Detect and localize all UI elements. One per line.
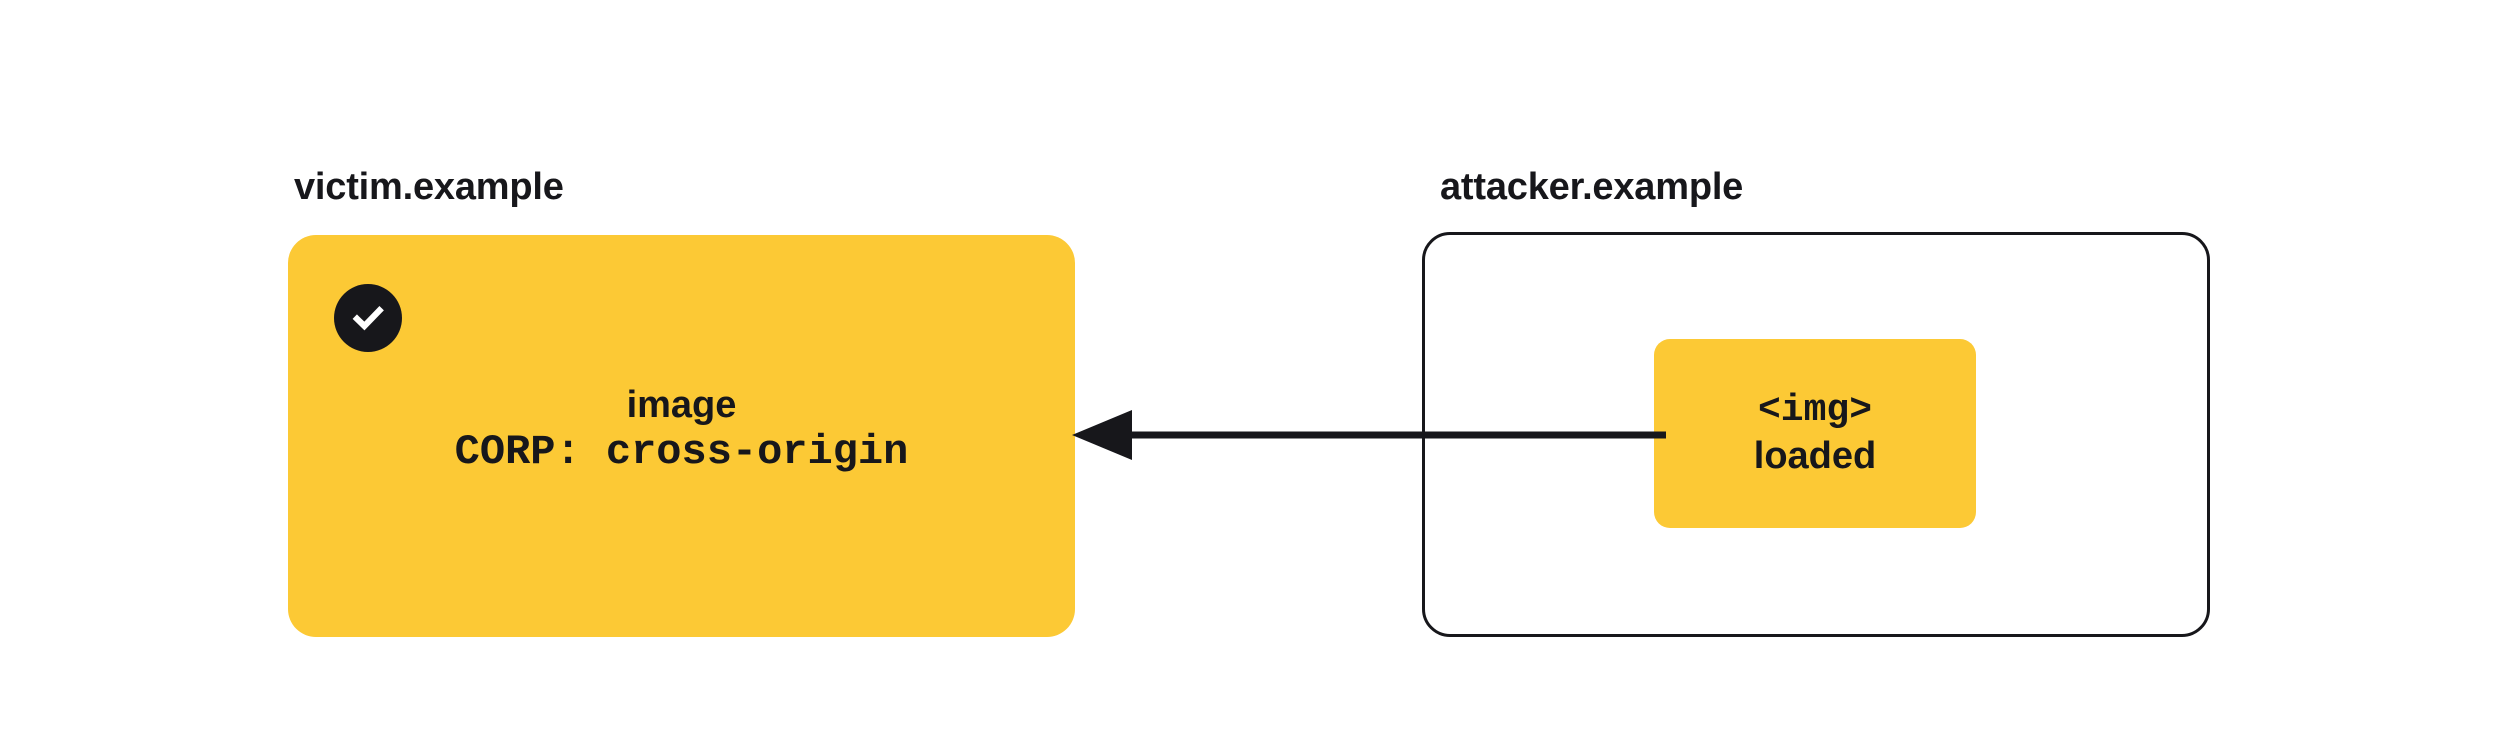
check-circle-icon xyxy=(334,284,402,352)
victim-corp-header: CORP: cross-origin xyxy=(454,427,909,476)
left-arrow-icon xyxy=(1072,410,1666,460)
attacker-origin-label: attacker.example xyxy=(1440,166,1744,208)
attacker-element-state: loaded xyxy=(1753,434,1877,477)
attacker-element-tag: <img> xyxy=(1757,388,1873,432)
victim-origin-label: victim.example xyxy=(294,166,564,208)
victim-resource-card: image CORP: cross-origin xyxy=(288,235,1075,637)
attacker-page-card: <img> loaded xyxy=(1422,232,2210,637)
victim-resource-text: image CORP: cross-origin xyxy=(288,383,1075,477)
victim-resource-name: image xyxy=(626,384,737,426)
attacker-img-element-chip: <img> loaded xyxy=(1654,339,1976,528)
